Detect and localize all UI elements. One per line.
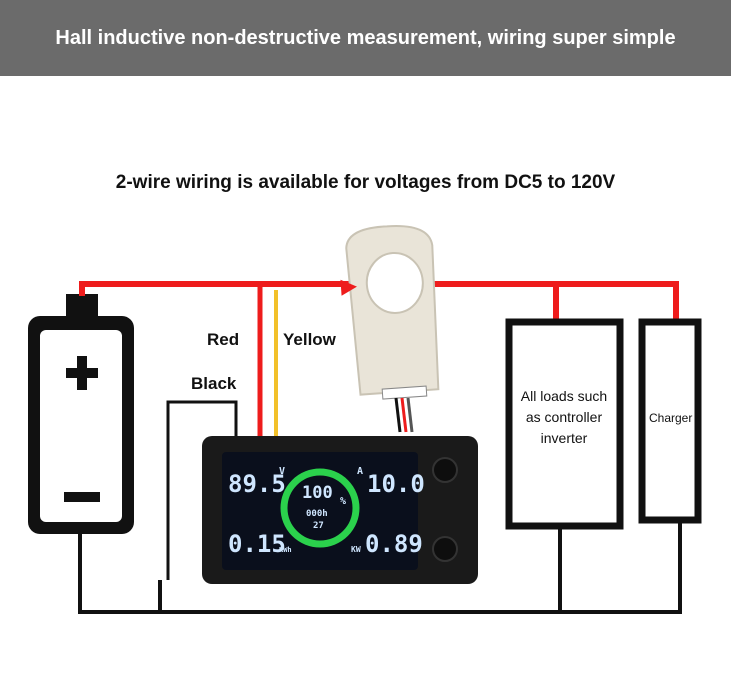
sensor-cable-1 [394,397,402,433]
loads-label: All loads such as controller inverter [520,388,608,446]
loads-box [505,318,624,530]
charger-box [638,318,702,524]
arrow-icon [340,279,357,296]
battery-cell [40,330,122,522]
energy-readout: 0.15 [228,530,286,558]
sensor-cable-2 [400,397,408,433]
sensor-connector [381,385,428,400]
percent-readout: 100 [302,483,333,503]
red-wire-label: Red [207,330,240,349]
voltage-readout: 89.5 [228,470,286,498]
meter-button-down [432,536,458,562]
energy-unit: KWh [279,546,292,554]
current-readout: 10.0 [367,470,425,498]
hall-sensor [340,225,440,400]
meter-screen [222,452,418,570]
percent-unit: % [340,496,346,507]
ring-gauge [280,468,360,548]
yellow-wire-label: Yellow [283,330,336,349]
header-banner [0,0,731,76]
battery-terminal [66,294,98,318]
hall-sensor-hole [365,251,424,314]
black-ground-wire [78,520,682,614]
meter-button-up [432,457,458,483]
black-meter-wire [166,400,238,580]
black-wire-label: Black [191,374,237,393]
voltage-unit: V [279,466,285,477]
current-unit: A [357,466,363,477]
minutes-readout: 27 [313,521,324,531]
charger-label: Charger [649,411,693,425]
diagram-subtitle: 2-wire wiring is available for voltages … [115,172,616,193]
power-readout: 0.89 [365,530,423,558]
battery-plus-v [77,356,87,390]
time-readout: 000h [306,509,328,519]
battery-minus [64,492,100,502]
banner-title: Hall inductive non-destructive measureme… [55,27,676,49]
power-unit: KW [351,545,361,554]
sensor-cable-3 [406,397,414,433]
